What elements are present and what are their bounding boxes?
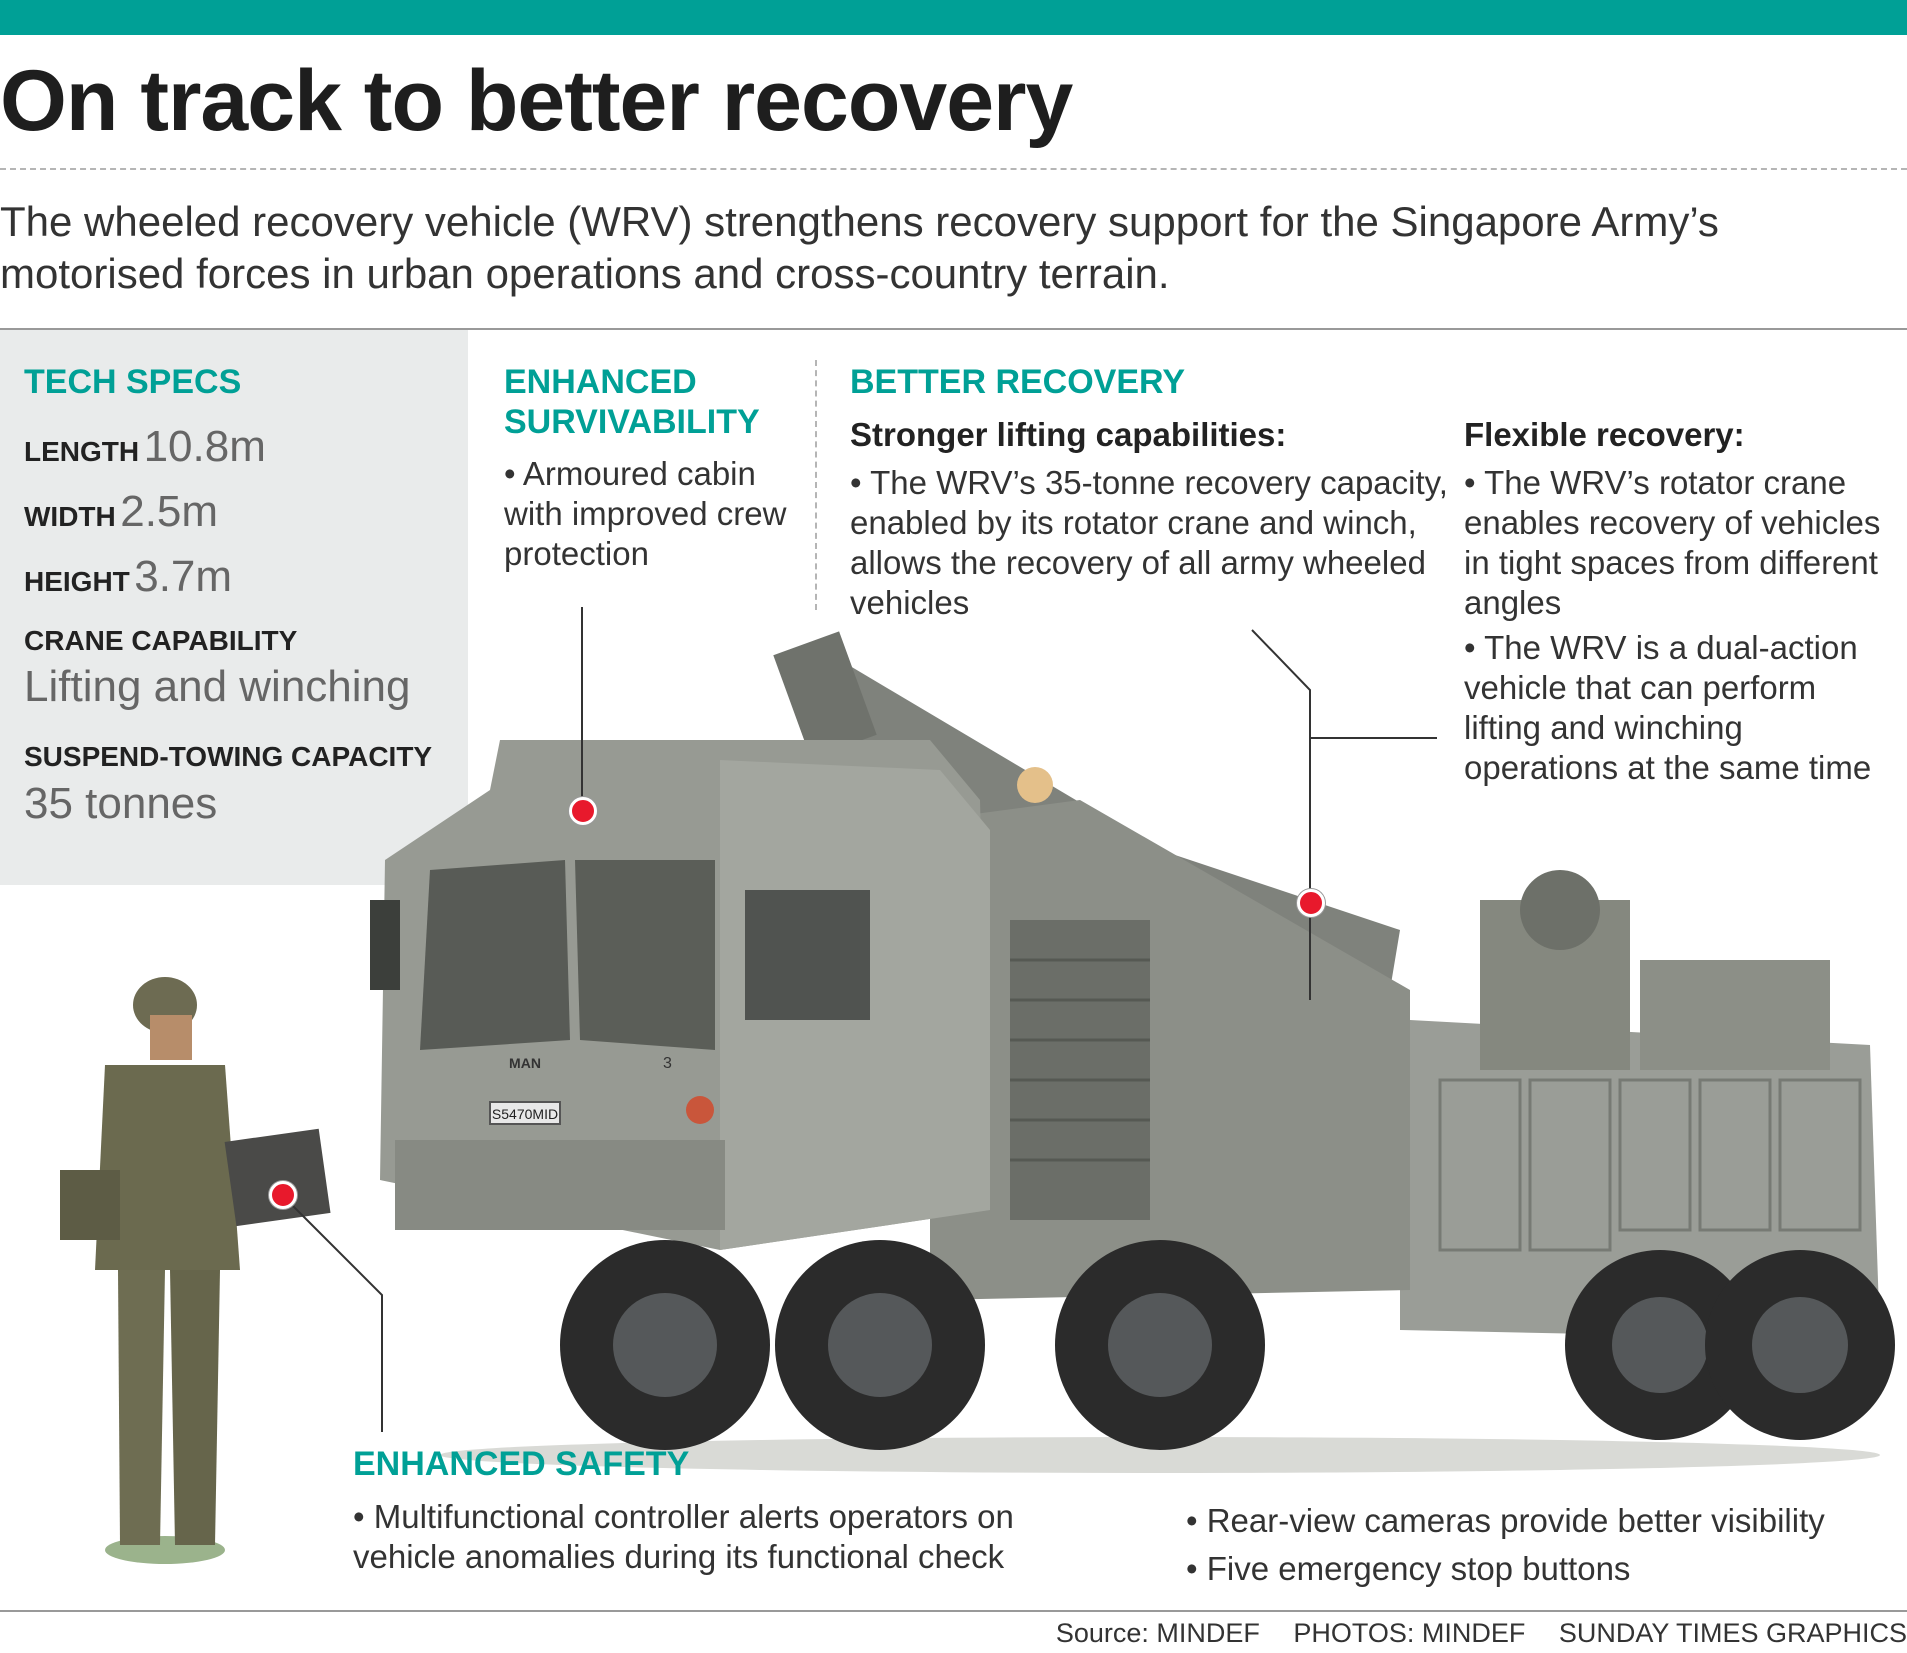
handheld-controller: [224, 1128, 331, 1227]
cab-light: [686, 1096, 714, 1124]
source-credit: Source: MINDEF: [1055, 1618, 1260, 1648]
license-plate: [489, 1101, 561, 1125]
spec-height-value: 3.7m: [134, 552, 233, 601]
footer-rule: [0, 1610, 1907, 1612]
survivability-text: • Armoured cabin with improved crew prot…: [504, 455, 787, 572]
top-accent-bar: [0, 0, 1907, 35]
spec-crane-value: Lifting and winching: [24, 662, 411, 711]
engine-grille: [1010, 920, 1150, 1220]
spec-width-value: 2.5m: [120, 487, 219, 536]
flexible-text-2: • The WRV is a dual-action vehicle that …: [1464, 629, 1872, 786]
tech-specs-panel: [0, 330, 468, 885]
license-plate-text: S5470MID: [492, 1106, 558, 1122]
spec-towing-label: SUSPEND-TOWING CAPACITY: [24, 741, 433, 772]
side-window: [745, 890, 870, 1020]
survivability-heading-line2: SURVIVABILITY: [504, 403, 760, 441]
safety-heading: ENHANCED SAFETY: [353, 1445, 690, 1483]
title-divider: [0, 168, 1907, 170]
recovery-callout-dot: [1297, 889, 1325, 917]
spec-crane-label: CRANE CAPABILITY: [24, 625, 298, 656]
wheel: [775, 1240, 985, 1450]
credits-line: Source: MINDEF PHOTOS: MINDEF SUNDAY TIM…: [1030, 1618, 1907, 1649]
ground-shadow: [440, 1437, 1880, 1473]
spec-width-label: WIDTH: [24, 501, 116, 532]
wheel: [1565, 1250, 1755, 1440]
soldier-figure: [60, 977, 331, 1564]
safety-callout-dot: [269, 1181, 297, 1209]
safety-text-1: • Multifunctional controller alerts oper…: [353, 1498, 1014, 1575]
flexible-text-1: • The WRV’s rotator crane enables recove…: [1464, 464, 1881, 621]
column-divider: [815, 360, 817, 610]
grille-slats: [1010, 958, 1150, 1162]
section-rule: [0, 328, 1907, 330]
page-title: On track to better recovery: [0, 53, 1073, 149]
front-bumper: [395, 1140, 725, 1230]
wheel: [560, 1240, 770, 1450]
spec-width: WIDTH 2.5m: [24, 490, 218, 534]
spec-height: HEIGHT 3.7m: [24, 555, 232, 599]
safety-text-3: • Five emergency stop buttons: [1186, 1550, 1631, 1587]
spec-length-label: LENGTH: [24, 436, 140, 467]
vehicle-cab: S5470MID MAN 3: [370, 740, 990, 1250]
survivability-heading-line1: ENHANCED: [504, 363, 697, 401]
lifting-text: • The WRV’s 35-tonne recovery capacity, …: [850, 464, 1448, 621]
survivability-callout-dot: [569, 797, 597, 825]
intro-text: The wheeled recovery vehicle (WRV) stren…: [0, 198, 1719, 297]
rear-lockers: [1438, 1078, 1862, 1252]
spec-length: LENGTH 10.8m: [24, 425, 266, 469]
wheel: [1055, 1240, 1265, 1450]
tech-specs-heading: TECH SPECS: [24, 363, 242, 401]
photos-credit: PHOTOS: MINDEF: [1293, 1618, 1526, 1648]
wheel: [1705, 1250, 1895, 1440]
mid-body: [930, 800, 1410, 1300]
flexible-subheading: Flexible recovery:: [1464, 416, 1745, 453]
wheels: [560, 1240, 1895, 1450]
windshield-left: [420, 860, 570, 1050]
callout-lines: [281, 607, 1437, 1432]
brand-badge: MAN: [509, 1055, 541, 1071]
graphics-credit: SUNDAY TIMES GRAPHICS: [1558, 1618, 1907, 1648]
rear-crane-assembly: [1480, 870, 1830, 1070]
safety-text-2: • Rear-view cameras provide better visib…: [1186, 1502, 1825, 1539]
spec-length-value: 10.8m: [143, 422, 266, 471]
side-mirror: [370, 900, 400, 990]
safety-callout-line: [281, 1194, 383, 1432]
spec-towing-value: 35 tonnes: [24, 779, 218, 828]
door-number: 3: [663, 1055, 672, 1072]
lifting-subheading: Stronger lifting capabilities:: [850, 416, 1287, 453]
better-recovery-heading: BETTER RECOVERY: [850, 363, 1186, 401]
windshield-right: [575, 860, 715, 1050]
spec-height-label: HEIGHT: [24, 566, 130, 597]
